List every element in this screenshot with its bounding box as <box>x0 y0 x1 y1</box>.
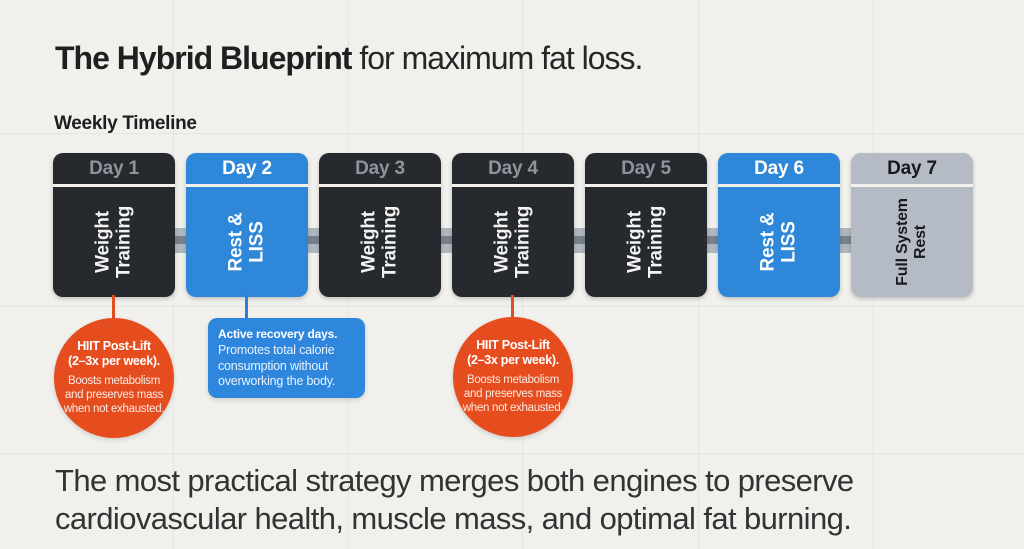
day-card-7-activity: Full System Rest <box>894 184 930 297</box>
recovery-callout-body: Promotes total calorie consumption witho… <box>218 343 336 389</box>
day-card-6: Day 6 Rest & LISS <box>718 153 840 297</box>
day-card-5: Day 5 Weight Training <box>585 153 707 297</box>
day-card-1-header: Day 1 <box>89 157 139 179</box>
activity-line: Training <box>513 205 534 279</box>
day2-callout-connector <box>245 295 248 320</box>
day-card-2: Day 2 Rest & LISS <box>186 153 308 297</box>
activity-line: Weight <box>624 211 646 273</box>
day-card-7: Day 7 Full System Rest <box>851 153 973 297</box>
recovery-callout-title: Active recovery days. <box>218 327 338 341</box>
hiit-title-line2: (2–3x per week). <box>467 353 559 368</box>
day-card-6-header: Day 6 <box>754 157 804 179</box>
day-card-4-header: Day 4 <box>488 157 538 179</box>
activity-line: Rest <box>912 225 929 259</box>
day-card-4: Day 4 Weight Training <box>452 153 574 297</box>
day-card-1-body: Weight Training <box>53 187 175 297</box>
activity-line: LISS <box>247 221 268 263</box>
day-card-3-header: Day 3 <box>355 157 405 179</box>
activity-line: Weight <box>491 211 513 273</box>
card-divider <box>319 184 441 187</box>
card-divider <box>585 184 707 187</box>
hiit-callout-title: HIIT Post-Lift (2–3x per week). <box>463 338 563 369</box>
day-card-1-activity: Weight Training <box>93 189 136 295</box>
hiit-callout-body: Boosts metabolism and preserves mass whe… <box>462 373 564 415</box>
day1-callout-connector <box>112 295 115 322</box>
day-card-4-body: Weight Training <box>452 187 574 297</box>
summary-text: The most practical strategy merges both … <box>55 462 1005 538</box>
day4-callout-connector <box>511 295 514 321</box>
day-card-2-header: Day 2 <box>222 157 272 179</box>
activity-line: Training <box>114 205 135 279</box>
hiit-callout-title: HIIT Post-Lift (2–3x per week). <box>64 339 164 370</box>
card-divider <box>851 184 973 187</box>
background-gridline <box>0 453 1024 454</box>
activity-line: Training <box>646 205 667 279</box>
summary-line2: cardiovascular health, muscle mass, and … <box>55 501 852 536</box>
day-card-6-activity: Rest & LISS <box>758 189 801 295</box>
activity-line: LISS <box>779 221 800 263</box>
day-card-5-activity: Weight Training <box>625 189 668 295</box>
day-card-5-header: Day 5 <box>621 157 671 179</box>
hiit-title-line1: HIIT Post-Lift <box>77 339 151 354</box>
activity-line: Training <box>380 205 401 279</box>
day-card-2-activity: Rest & LISS <box>226 189 269 295</box>
activity-line: Rest & <box>757 212 779 272</box>
summary-line1: The most practical strategy merges both … <box>55 463 854 498</box>
page-title-rest: for maximum fat loss. <box>351 40 643 76</box>
timeline-section-label: Weekly Timeline <box>54 113 197 134</box>
activity-line: Full System <box>894 198 912 286</box>
card-divider <box>186 184 308 187</box>
activity-line: Rest & <box>225 212 247 272</box>
day-card-4-activity: Weight Training <box>492 189 535 295</box>
day-card-3-activity: Weight Training <box>359 189 402 295</box>
day-card-5-body: Weight Training <box>585 187 707 297</box>
day-card-3: Day 3 Weight Training <box>319 153 441 297</box>
hiit-title-line1: HIIT Post-Lift <box>476 338 550 353</box>
background-gridline <box>0 133 1024 134</box>
card-divider <box>718 184 840 187</box>
day-card-1: Day 1 Weight Training <box>53 153 175 297</box>
day-card-6-body: Rest & LISS <box>718 187 840 297</box>
page-title-emphasis: The Hybrid Blueprint <box>55 40 352 76</box>
card-divider <box>452 184 574 187</box>
day-card-2-body: Rest & LISS <box>186 187 308 297</box>
hiit-callout-body: Boosts metabolism and preserves mass whe… <box>63 374 165 416</box>
day-card-7-header: Day 7 <box>887 157 937 179</box>
hiit-callout-day4: HIIT Post-Lift (2–3x per week). Boosts m… <box>453 317 573 437</box>
activity-line: Weight <box>358 211 380 273</box>
day-card-7-body: Full System Rest <box>851 187 973 297</box>
hiit-callout-day1: HIIT Post-Lift (2–3x per week). Boosts m… <box>54 318 174 438</box>
page-title: The Hybrid Blueprint for maximum fat los… <box>55 40 643 77</box>
hiit-title-line2: (2–3x per week). <box>68 354 160 369</box>
day-card-3-body: Weight Training <box>319 187 441 297</box>
card-divider <box>53 184 175 187</box>
activity-line: Weight <box>92 211 114 273</box>
recovery-callout-day2: Active recovery days. Promotes total cal… <box>208 318 365 398</box>
